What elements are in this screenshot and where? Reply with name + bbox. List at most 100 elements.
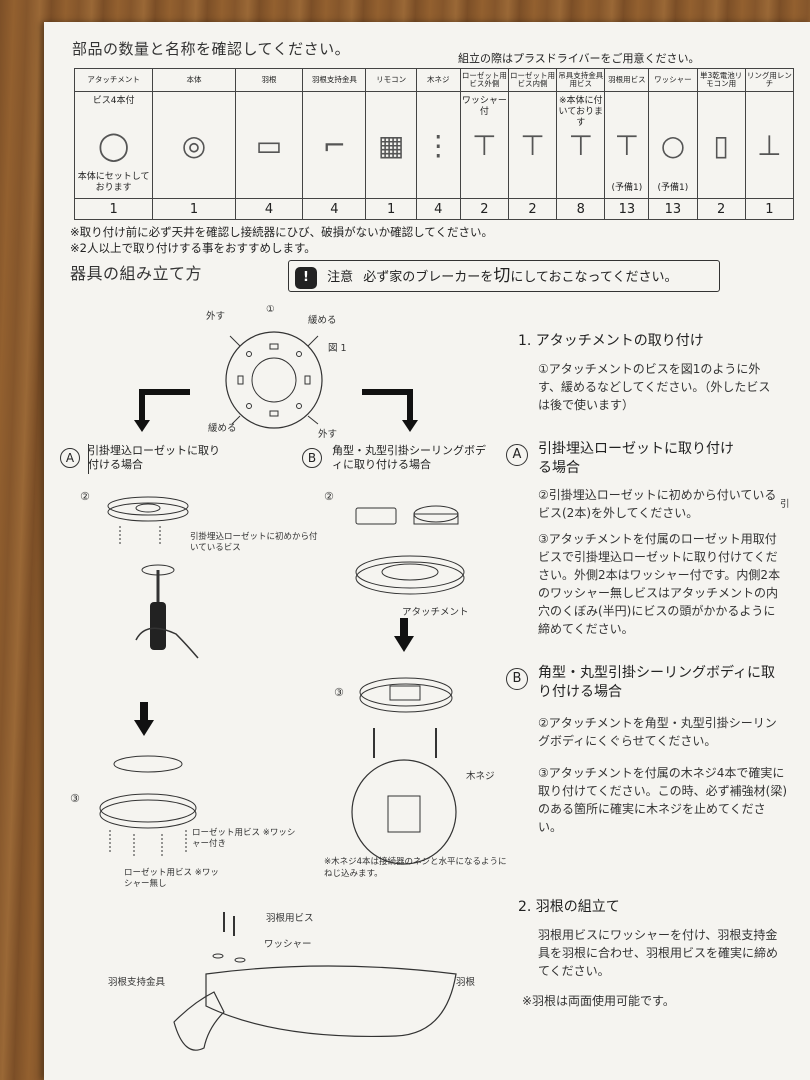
wood-screw-label: 木ネジ — [466, 771, 495, 782]
part-qty-cell: 4 — [234, 198, 304, 220]
parts-table: アタッチメント本体羽根羽根支持金具リモコン木ネジローゼット用ビス外側ローゼット用… — [73, 68, 795, 220]
figure1-attachment-diagram — [225, 331, 323, 429]
blade-assembly-drawing — [173, 912, 457, 1051]
rosette-drawing — [107, 496, 189, 546]
part-image-cell: ⋮ — [415, 91, 461, 199]
part-illustration-icon: ▯ — [713, 128, 729, 162]
part-qty-cell: 1 — [152, 198, 236, 220]
part-illustration-icon: ⊥ — [757, 128, 782, 162]
part-name-cell: 木ネジ — [415, 68, 461, 92]
rosette-screw-note: 引掛埋込ローゼットに初めから付いているビス — [190, 532, 318, 553]
instruction-sheet: 部品の数量と名称を確認してください。 組立の際はプラスドライバーをご用意ください… — [44, 22, 810, 1080]
caution-text-2: にしておこなってください。 — [510, 270, 678, 285]
part-image-cell: ◎ — [152, 91, 236, 199]
cut-off-text: 引 — [780, 499, 790, 510]
part-illustration-icon: ⊤ — [520, 128, 545, 162]
step2-note: ※羽根は両面使用可能です。 — [522, 994, 675, 1008]
case-b-title: 角型・丸型引掛シーリングボディに取り付ける場合 — [332, 444, 486, 471]
case-b-step3: ③ — [334, 686, 344, 699]
rosette-screw-washer-label: ローゼット用ビス ※ワッシャー付き — [192, 828, 296, 849]
case-a-step2-text: ②引掛埋込ローゼットに初めから付いているビス(2本)を外してください。 — [538, 488, 777, 520]
part-qty-cell: 4 — [302, 198, 367, 220]
case-a-title: 引掛埋込ローゼットに取り付ける場合 — [88, 444, 220, 471]
part-illustration-icon: ⋮ — [424, 128, 453, 162]
part-qty-cell: 2 — [507, 198, 558, 220]
blade-screw-label: 羽根用ビス — [266, 913, 314, 924]
part-illustration-icon: ⊤ — [472, 128, 497, 162]
part-qty-cell: 1 — [365, 198, 417, 220]
case-b-step2: ② — [324, 490, 334, 503]
case-a-letter-right: A — [506, 444, 528, 466]
wood-screw-mounting-drawing — [351, 677, 457, 865]
bracket-label: 羽根支持金具 — [108, 977, 166, 988]
case-a-step2: ② — [80, 490, 90, 503]
rosette-screw-no-washer-label: ローゼット用ビス ※ワッシャー無し — [124, 868, 219, 889]
attachment-to-rosette-drawing — [99, 755, 197, 858]
warnings: ※取り付け前に必ず天井を確認し接続器にひび、破損がないか確認してください。 ※2… — [70, 224, 493, 256]
part-name-cell: リング用レンチ — [744, 68, 795, 92]
arrow-down-left-icon — [134, 389, 190, 432]
case-a-step3: ③ — [70, 792, 80, 805]
part-illustration-icon: ⊤ — [568, 128, 593, 162]
case-a-header: A 引掛埋込ローゼットに取り付ける場合 — [60, 444, 230, 474]
warning-line: ※2人以上で取り付けする事をおすすめします。 — [70, 241, 316, 255]
part-illustration-icon: ⊤ — [614, 128, 640, 162]
part-note-top: ※本体に付いております — [558, 96, 603, 128]
part-qty-cell: 13 — [604, 198, 650, 220]
part-illustration-icon: ○ — [660, 128, 686, 162]
part-name-cell: 羽根 — [234, 68, 304, 92]
part-image-cell: ○ (予備1) — [648, 91, 698, 199]
arrow-down-icon — [394, 618, 414, 652]
case-b-header: B 角型・丸型引掛シーリングボディに取り付ける場合 — [302, 444, 492, 472]
loosen-label: 緩める — [208, 423, 237, 434]
part-qty-cell: 2 — [696, 198, 746, 220]
remove-label: 外す — [318, 429, 338, 440]
part-name-cell: ワッシャー — [648, 68, 698, 92]
part-image-cell: ▯ — [696, 91, 746, 199]
part-image-cell: ▭ — [234, 91, 304, 199]
remove-label: 外す — [206, 311, 226, 322]
case-a-title-right: 引掛埋込ローゼットに取り付ける場合 — [538, 441, 734, 476]
case-b-step3-text: ③アタッチメントを付属の木ネジ4本で確実に取り付けてください。この時、必ず補強材… — [538, 766, 788, 834]
part-illustration-icon: ▭ — [255, 128, 283, 162]
case-b-instructions: B 角型・丸型引掛シーリングボディに取り付ける場合 — [506, 664, 796, 702]
case-a-letter: A — [60, 448, 80, 468]
part-qty-cell: 8 — [556, 198, 606, 220]
figure1-step: ① — [266, 304, 275, 315]
part-image-cell: ▦ — [365, 91, 417, 199]
case-b-letter: B — [302, 448, 322, 468]
part-name-cell: 単3乾電池リモコン用 — [696, 68, 746, 92]
warning-line: ※取り付け前に必ず天井を確認し接続器にひび、破損がないか確認してください。 — [70, 225, 493, 239]
part-image-cell: ※本体に付いております⊤ — [556, 91, 606, 199]
case-a-step3-text: ③アタッチメントを付属のローゼット用取付ビスで引掛埋込ローゼットに取り付けてくだ… — [538, 532, 781, 636]
screwdriver-hand-icon — [135, 564, 199, 659]
part-image-cell: ⊥ — [744, 91, 795, 199]
case-a-instructions: A 引掛埋込ローゼットに取り付ける場合 — [506, 440, 796, 478]
part-name-cell: ローゼット用ビス外側 — [459, 68, 509, 92]
ceiling-body-and-attachment-drawing — [355, 505, 465, 595]
step1-text: ①アタッチメントのビスを図1のように外す、緩めるなどしてください。（外したビスは… — [538, 362, 771, 412]
part-note-bottom: (予備1) — [611, 183, 643, 193]
figure1-label: 図 1 — [328, 343, 347, 354]
screwdriver-note: 組立の際はプラスドライバーをご用意ください。 — [458, 52, 700, 65]
part-note-top: ワッシャー付 — [461, 96, 507, 117]
case-b-step2-text: ②アタッチメントを角型・丸型引掛シーリングボディにくぐらせてください。 — [538, 716, 777, 748]
part-image-cell: ビス4本付◯本体にセットしております — [73, 91, 154, 199]
caution-emphasis: 切 — [493, 266, 511, 286]
part-name-cell: 本体 — [152, 68, 236, 92]
step2-title: 2. 羽根の組立て — [518, 899, 620, 915]
part-illustration-icon: ◎ — [181, 128, 207, 162]
part-image-cell: ⌐ — [302, 91, 367, 199]
caution-label: 注意 — [327, 270, 354, 285]
assembly-title: 器具の組み立て方 — [70, 264, 203, 283]
part-illustration-icon: ▦ — [377, 128, 405, 162]
part-image-cell: ⊤ — [507, 91, 558, 199]
case-b-title-right: 角型・丸型引掛シーリングボディに取り付ける場合 — [538, 665, 776, 700]
part-note-bottom: (予備1) — [657, 183, 689, 193]
washer-label: ワッシャー — [264, 939, 312, 950]
arrow-down-right-icon — [362, 389, 418, 432]
part-qty-cell: 13 — [648, 198, 698, 220]
part-name-cell: 羽根用ビス — [604, 68, 650, 92]
part-name-cell: 吊具支持金具用ビス — [556, 68, 606, 92]
part-qty-cell: 1 — [744, 198, 795, 220]
